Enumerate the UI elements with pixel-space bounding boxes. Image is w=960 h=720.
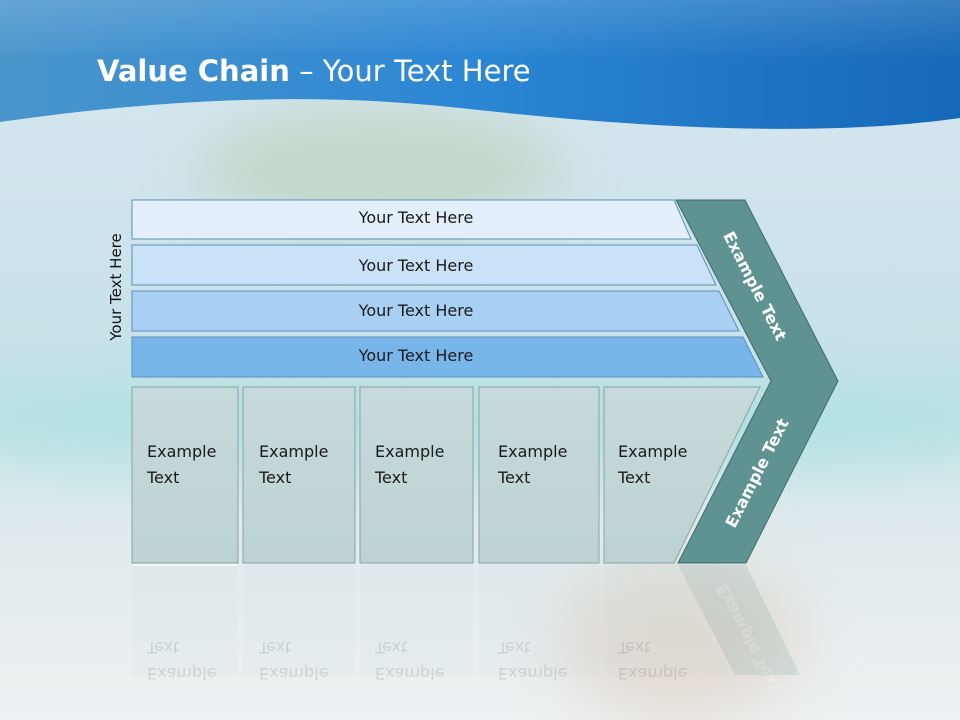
reflection-chevron [678, 565, 800, 675]
primary-box-1 [131, 386, 239, 564]
reflection-box-5 [604, 565, 730, 675]
support-bar-3-label: Your Text Here [358, 301, 474, 320]
reflection-text-1: Example Text [147, 634, 216, 686]
support-bar-2-label: Your Text Here [358, 256, 474, 275]
primary-box-2 [242, 386, 356, 564]
reflection-text-4-line1: Example [498, 664, 568, 683]
reflection-box-2 [243, 565, 355, 675]
header-wave [0, 0, 960, 129]
reflection-text-5-line2: Text [618, 638, 651, 657]
reflection-text-1-line1: Example [147, 664, 217, 683]
reflection-box-1 [132, 565, 238, 675]
reflection-text-2-line2: Text [259, 638, 292, 657]
support-bar-3 [131, 290, 740, 332]
primary-box-3-line2: Text [375, 468, 408, 487]
reflection-text-2-line1: Example [259, 664, 329, 683]
reflection-text-1-line2: Text [147, 638, 180, 657]
reflection-text-3-line1: Example [375, 664, 445, 683]
margin-chevron [675, 199, 839, 564]
support-bar-1-label: Your Text Here [358, 208, 474, 227]
reflection-text-3: Example Text [375, 634, 444, 686]
primary-box-2-line2: Text [259, 468, 292, 487]
primary-box-5-line2: Text [618, 468, 651, 487]
primary-box-4-line1: Example [498, 442, 568, 461]
support-bar-2 [131, 244, 717, 286]
title-bold: Value Chain [97, 54, 290, 88]
title-rest: – Your Text Here [289, 54, 531, 88]
primary-box-5-line1: Example [618, 442, 688, 461]
primary-box-1-line1: Example [147, 442, 217, 461]
primary-box-3-line1: Example [375, 442, 445, 461]
primary-box-3 [359, 386, 474, 564]
reflection-text-5: Example Text [618, 634, 687, 686]
reflection-group [132, 565, 800, 675]
reflection-text-2: Example Text [259, 634, 328, 686]
reflection-text-4-line2: Text [498, 638, 531, 657]
primary-box-4-line2: Text [498, 468, 531, 487]
reflection-box-4 [479, 565, 599, 675]
reflection-text-4: Example Text [498, 634, 567, 686]
support-bar-4-label: Your Text Here [358, 346, 474, 365]
primary-box-5 [603, 386, 761, 564]
reflection-box-3 [360, 565, 473, 675]
background-shell-blur [560, 560, 800, 720]
reflection-text-5-line1: Example [618, 664, 688, 683]
primary-box-4 [478, 386, 600, 564]
primary-box-2-line1: Example [259, 442, 329, 461]
page-title: Value Chain – Your Text Here [97, 54, 531, 88]
primary-box-1-line2: Text [147, 468, 180, 487]
support-bar-1 [131, 199, 692, 240]
support-bar-4 [131, 336, 764, 378]
reflection-text-3-line2: Text [375, 638, 408, 657]
